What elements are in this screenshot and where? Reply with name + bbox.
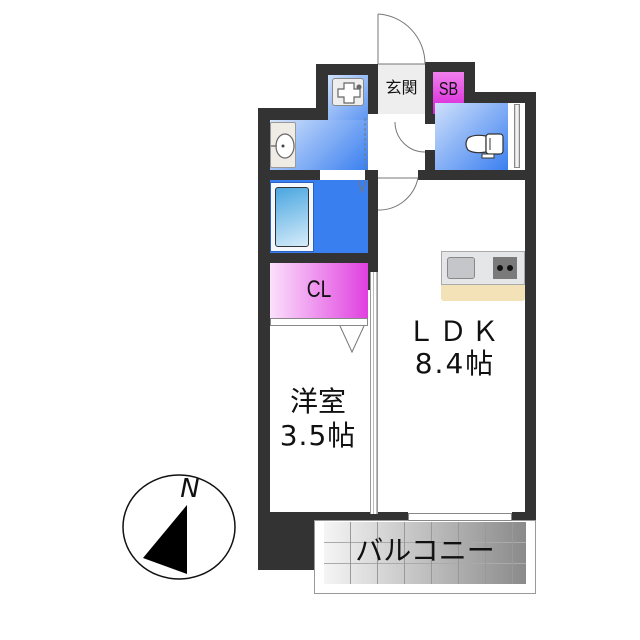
wall-top-left <box>258 108 328 120</box>
wall-top-toilet <box>464 92 536 103</box>
wall-center-vertical <box>368 170 378 290</box>
wall-toilet-left <box>425 150 435 180</box>
wall-bottom-western <box>258 512 408 522</box>
wall-bath-hall <box>368 64 378 114</box>
wall-washroom-bottom <box>258 170 320 180</box>
sliding-partition <box>370 272 378 514</box>
wall-top-bathroom <box>316 64 378 75</box>
bathtub-icon <box>270 182 314 252</box>
wall-top-sb <box>425 62 475 73</box>
kitchen-counter-top <box>441 285 525 301</box>
wall-bath-bottom <box>258 253 378 263</box>
wall-washroom-bottom-right <box>365 170 378 180</box>
toilet-icon <box>464 130 506 160</box>
wall-toilet-bottom <box>418 170 536 180</box>
balcony-label: バルコニー <box>355 534 495 567</box>
wall-right-outer <box>525 92 536 520</box>
balcony-floor <box>324 522 526 584</box>
compass-north-label: N <box>180 474 200 504</box>
western-room-label: 洋室 <box>289 385 346 418</box>
washing-machine-icon <box>332 78 364 106</box>
entrance-label: 玄関 <box>385 78 418 97</box>
closet <box>270 263 368 318</box>
sink-icon <box>447 257 475 279</box>
wall-sb-left <box>425 62 433 122</box>
north-arrow-icon <box>143 505 187 574</box>
wall-left-outer <box>258 108 270 570</box>
wall-top-bathroom-step <box>316 64 328 120</box>
washbasin-icon <box>270 122 296 168</box>
wall-sb-right <box>464 62 475 102</box>
balcony-window <box>408 513 512 521</box>
closet-label: CL <box>306 276 332 303</box>
ldk-size-label: 8.4帖 <box>414 347 496 380</box>
western-room-size-label: 3.5帖 <box>279 419 357 452</box>
entrance-floor <box>378 64 425 114</box>
shoe-box-label: SB <box>438 79 459 99</box>
wall-bottom-ldk-right <box>512 512 536 522</box>
window-right <box>514 104 520 168</box>
compass: N <box>120 470 238 582</box>
closet-door <box>270 318 368 326</box>
ldk-label: ＬＤＫ <box>406 315 503 348</box>
stove-icon <box>493 257 517 279</box>
